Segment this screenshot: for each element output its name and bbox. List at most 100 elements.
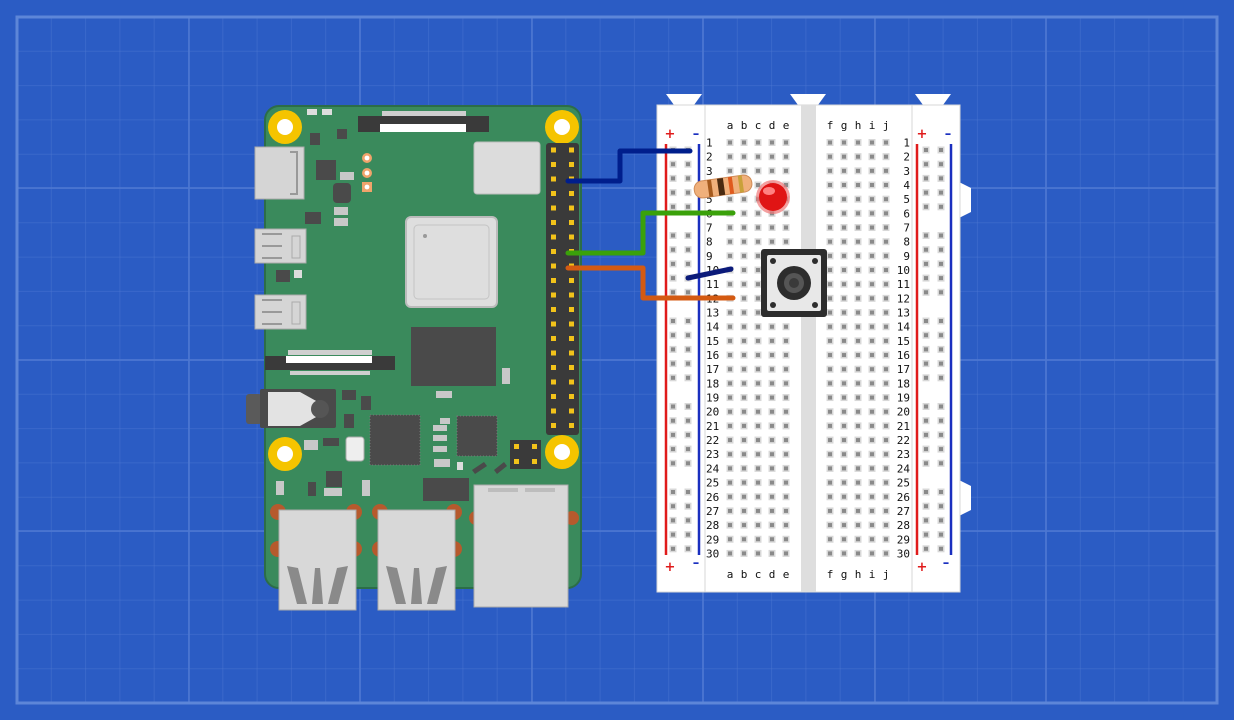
blue-wire[interactable] (565, 148, 693, 184)
breadboard-hole-center (870, 168, 874, 173)
orange-wire[interactable] (565, 265, 736, 301)
breadboard: + – + – + – + – a b c d e f g h i j a (656, 94, 971, 593)
smd-part (436, 391, 452, 398)
row-number-label: 18 (897, 377, 910, 390)
gpio-pin (551, 176, 556, 182)
memory-chip (411, 327, 496, 386)
rail-hole-center (924, 532, 928, 537)
smd-part (307, 109, 317, 115)
smd-part (440, 418, 450, 424)
gpio-pin (551, 205, 556, 211)
breadboard-hole-center (756, 338, 760, 343)
green-wire[interactable] (565, 210, 736, 256)
wireless-module (473, 141, 541, 195)
breadboard-hole-center (742, 140, 746, 145)
breadboard-hole-center (884, 551, 888, 556)
rail-hole-center (686, 333, 690, 338)
rail-hole-center (686, 418, 690, 423)
rail-hole-center (671, 247, 675, 252)
breadboard-hole-center (842, 183, 846, 188)
breadboard-hole-center (728, 381, 732, 386)
gpio-pin (569, 365, 574, 370)
breadboard-hole-center (828, 480, 832, 485)
breadboard-hole-center (728, 140, 732, 145)
breadboard-hole-center (742, 452, 746, 457)
breadboard-hole-center (856, 211, 860, 216)
breadboard-hole-center (884, 239, 888, 244)
gpio-pin (551, 278, 556, 283)
breadboard-hole-center (770, 551, 774, 556)
breadboard-hole-center (742, 494, 746, 499)
rail-hole-center (686, 490, 690, 494)
rail-hole-center (686, 261, 690, 266)
breadboard-hole-center (728, 452, 732, 457)
camera-connector (265, 350, 395, 375)
row-number-label: 12 (897, 292, 910, 305)
rail-hole-center (671, 276, 675, 281)
audio-jack (246, 389, 336, 428)
breadboard-hole-center (784, 480, 788, 485)
breadboard-hole-center (870, 353, 874, 358)
smd-part (494, 462, 507, 474)
breadboard-hole-center (770, 225, 774, 230)
breadboard-hole-center (828, 211, 832, 216)
navy-wire[interactable] (685, 266, 734, 281)
rail-hole-center (686, 504, 690, 509)
breadboard-hole-center (842, 225, 846, 230)
rail-hole-center (939, 162, 943, 167)
rail-hole-center (939, 247, 943, 252)
breadboard-hole-center (828, 253, 832, 258)
breadboard-hole-center (784, 225, 788, 230)
red-led[interactable] (756, 180, 790, 214)
breadboard-hole-center (842, 353, 846, 358)
row-number-label: 17 (706, 363, 719, 376)
breadboard-hole-center (870, 494, 874, 499)
usb-port (377, 509, 456, 611)
gpio-pin (569, 321, 574, 327)
breadboard-hole-center (770, 353, 774, 358)
rail-hole-center (671, 461, 675, 466)
breadboard-hole-center (884, 494, 888, 499)
breadboard-hole-center (756, 324, 760, 329)
row-number-label: 3 (903, 165, 910, 178)
breadboard-hole-center (784, 154, 788, 159)
row-number-label: 13 (897, 307, 910, 320)
breadboard-hole-center (842, 409, 846, 414)
breadboard-hole-center (756, 239, 760, 244)
row-number-label: 27 (706, 505, 719, 518)
breadboard-hole-center (828, 381, 832, 386)
breadboard-hole-center (784, 438, 788, 443)
resistor[interactable] (693, 174, 753, 199)
breadboard-hole-center (770, 168, 774, 173)
row-number-label: 11 (897, 278, 910, 291)
rail-minus-label: – (693, 556, 700, 571)
gpio-pin (569, 191, 574, 196)
breadboard-hole-center (770, 466, 774, 471)
rail-hole-center (939, 404, 943, 409)
gpio-pin (569, 379, 574, 385)
breadboard-hole-center (756, 211, 760, 216)
rail-hole-center (671, 490, 675, 494)
breadboard-hole-center (870, 551, 874, 556)
row-number-label: 22 (897, 434, 910, 447)
breadboard-hole-center (770, 537, 774, 542)
breadboard-hole-center (870, 282, 874, 287)
breadboard-hole-center (884, 452, 888, 457)
breadboard-hole-center (842, 282, 846, 287)
column-label: e (783, 568, 790, 581)
breadboard-hole-center (728, 409, 732, 414)
push-button[interactable] (761, 249, 827, 317)
breadboard-hole-center (756, 523, 760, 528)
rail-hole-center (686, 233, 690, 238)
breadboard-hole-center (856, 438, 860, 443)
column-labels-bottom: a b c d e f g h i j (727, 568, 890, 581)
rail-hole-center (924, 375, 928, 380)
row-number-label: 30 (897, 547, 910, 560)
column-label: g (841, 568, 848, 581)
breadboard-hole-center (784, 523, 788, 528)
smd-part (334, 207, 348, 215)
breadboard-hole-center (842, 324, 846, 329)
rail-hole-center (939, 347, 943, 352)
row-number-label: 11 (706, 278, 719, 291)
gpio-pin (569, 408, 574, 414)
